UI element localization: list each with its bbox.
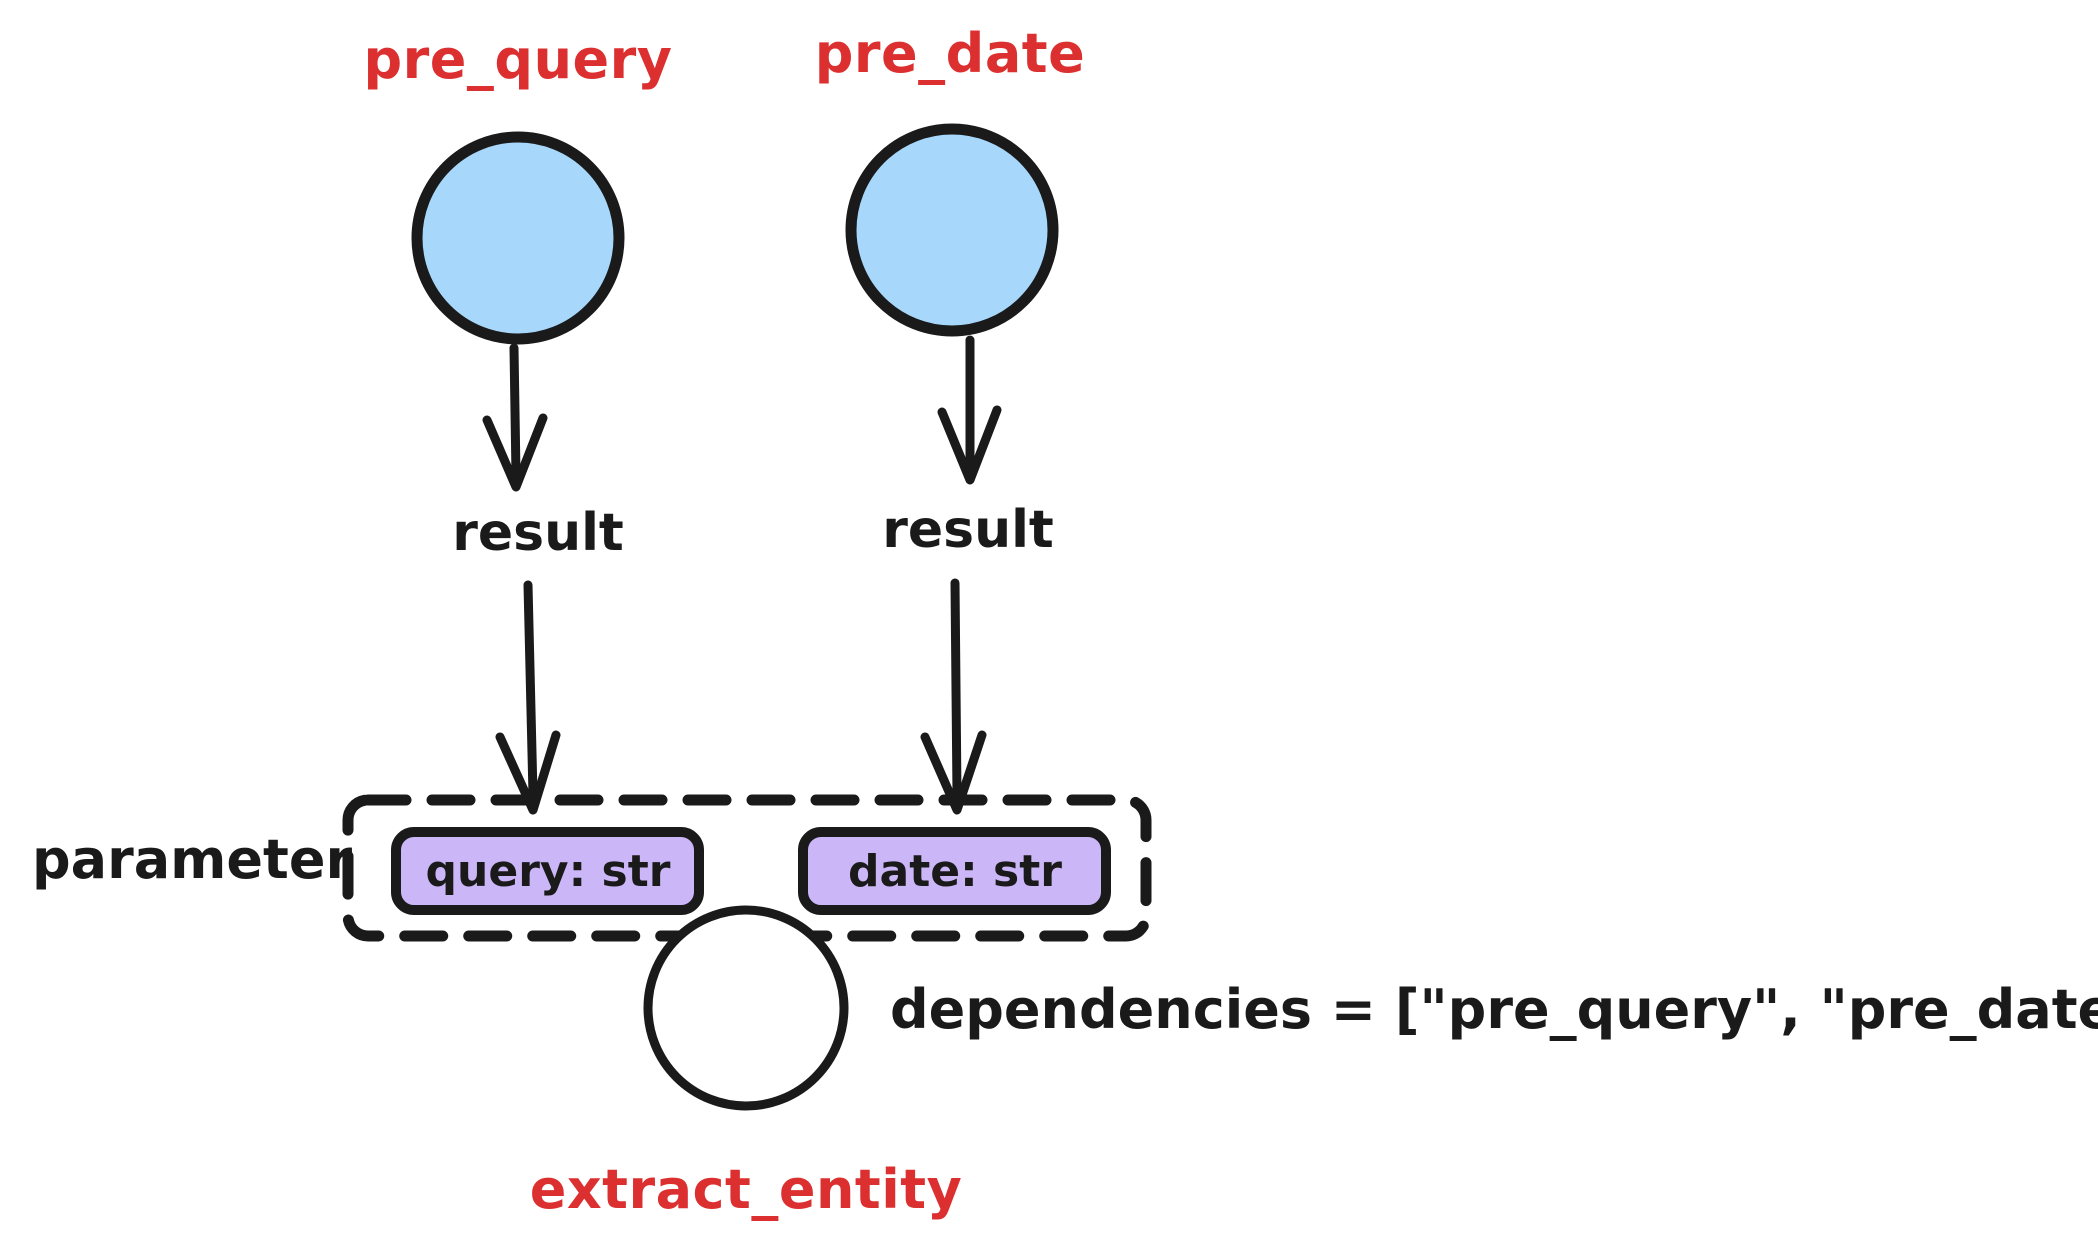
node-pre-query[interactable]: pre_query xyxy=(364,28,673,345)
node-pre-date[interactable]: pre_date xyxy=(815,22,1085,337)
node-pre-date-circle[interactable] xyxy=(845,123,1059,337)
parameter-box-date-rect[interactable] xyxy=(798,827,1111,915)
parameter-box-query-label: query: str xyxy=(426,846,671,897)
edge-label-result-date: result xyxy=(882,500,1054,560)
node-extract-entity-circle[interactable] xyxy=(643,905,849,1111)
node-pre-query-label: pre_query xyxy=(364,28,673,91)
edge-pre-date-to-result xyxy=(937,335,1002,485)
node-pre-query-circle[interactable] xyxy=(411,131,625,345)
node-extract-entity-label: extract_entity xyxy=(530,1158,963,1221)
parameter-box-date[interactable]: date: str xyxy=(798,827,1111,915)
edge-pre-query-to-result xyxy=(482,343,548,492)
edge-label-result-query: result xyxy=(452,503,624,563)
edge-result-to-query-param xyxy=(495,580,561,815)
parameter-group-label: parameter xyxy=(32,828,352,891)
edge-result-to-date-param xyxy=(920,578,987,815)
parameter-box-query[interactable]: query: str xyxy=(391,827,704,915)
node-pre-date-label: pre_date xyxy=(815,22,1085,85)
node-extract-entity[interactable]: extract_entity xyxy=(530,905,963,1221)
dependencies-annotation: dependencies = ["pre_query", "pre_date"] xyxy=(890,978,2098,1041)
parameter-box-query-rect[interactable] xyxy=(391,827,704,915)
parameter-box-date-label: date: str xyxy=(848,846,1062,897)
